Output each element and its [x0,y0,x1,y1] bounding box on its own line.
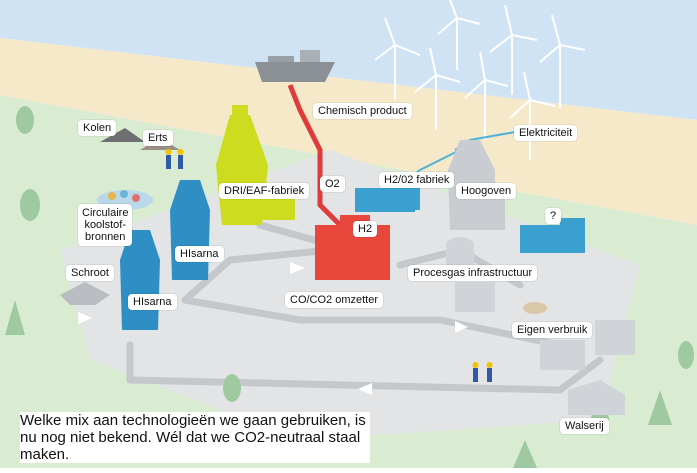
label-dri-eaf: DRI/EAF-fabriek [219,183,310,199]
label-hoogoven: Hoogoven [456,183,517,199]
label-circulaire-line-2: koolstof- [84,219,127,231]
product-pipe [287,84,342,227]
label-hisarna-bottom: HIsarna [128,294,177,310]
label-kolen: Kolen [78,120,117,136]
label-eigen-verbruik: Eigen verbruik [512,322,593,338]
coal-pile [100,128,145,142]
beach-strip [0,38,697,225]
sea-area [0,0,697,120]
label-procesgas: Procesgas infrastructuur [408,265,538,281]
flow-arrows [78,262,468,395]
caption-text: Welke mix aan technologieën we gaan gebr… [20,412,370,463]
label-circulaire-koolstofbronnen: Circulaire koolstof- bronnen [78,204,133,246]
label-walserij: Walserij [560,418,609,434]
label-h2o2-fabriek: H2/02 fabriek [379,172,455,188]
label-co-co2-omzetter: CO/CO2 omzetter [285,292,384,308]
label-circulaire-line-3: bronnen [85,231,126,243]
label-erts: Erts [143,130,173,146]
label-schroot: Schroot [66,265,114,281]
hisarna-top-tower [170,180,210,280]
label-h2: H2 [353,221,378,237]
own-consumption-building [523,302,635,370]
scrap-pile [60,282,110,305]
label-o2: O2 [320,176,345,192]
label-hisarna-top: HIsarna [175,246,224,262]
label-elektriciteit: Elektriciteit [514,125,578,141]
process-gas-tanks [446,237,495,312]
label-chemisch-product: Chemisch product [313,103,412,119]
workers-group [165,149,493,382]
unknown-plant [520,218,585,253]
cargo-ship [255,50,335,82]
label-circulaire-line-1: Circulaire [82,207,129,219]
label-unknown: ? [545,208,562,224]
rolling-mill-building [568,380,625,415]
